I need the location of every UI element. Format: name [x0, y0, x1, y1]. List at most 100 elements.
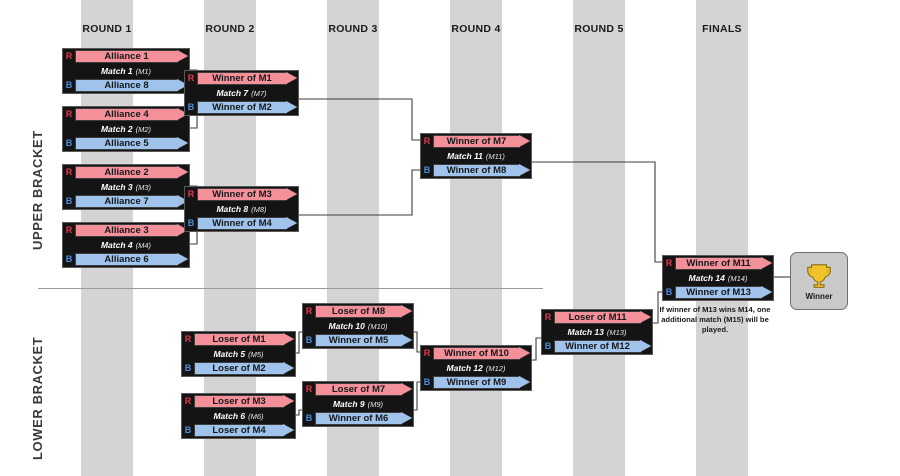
match-m6-label: Match 6(M6)	[182, 409, 295, 423]
blue-alliance-slot[interactable]: Winner of M2	[197, 100, 298, 115]
blue-alliance-slot[interactable]: Alliance 6	[75, 252, 189, 267]
match-m4-label: Match 4(M4)	[63, 238, 189, 252]
match-m14-label: Match 14(M14)	[663, 271, 773, 285]
match-m12-blue-team-label: Winner of M9	[446, 377, 507, 388]
red-alliance-slot[interactable]: Winner of M3	[197, 187, 298, 202]
winner-trophy-box: Winner	[790, 252, 848, 310]
blue-alliance-badge: B	[663, 285, 675, 300]
match-m14-blue-team-label: Winner of M13	[686, 287, 751, 298]
red-alliance-slot[interactable]: Loser of M3	[194, 394, 295, 409]
blue-alliance-badge: B	[185, 100, 197, 115]
blue-alliance-slot[interactable]: Loser of M4	[194, 423, 295, 438]
red-alliance-slot[interactable]: Alliance 1	[75, 49, 189, 64]
red-alliance-slot[interactable]: Loser of M1	[194, 332, 295, 347]
match-m14-blue-row[interactable]: B Winner of M13	[663, 285, 773, 300]
bracket-divider	[38, 288, 543, 289]
blue-alliance-badge: B	[303, 411, 315, 426]
blue-alliance-slot[interactable]: Winner of M6	[315, 411, 413, 426]
match-m8-code: (M8)	[251, 204, 267, 214]
blue-alliance-slot[interactable]: Alliance 5	[75, 136, 189, 151]
blue-alliance-slot[interactable]: Loser of M2	[194, 361, 295, 376]
match-m13-name: Match 13	[567, 327, 604, 337]
match-m7-code: (M7)	[251, 88, 267, 98]
match-m10-blue-team-label: Winner of M5	[328, 335, 389, 346]
red-alliance-slot[interactable]: Loser of M7	[315, 382, 413, 397]
red-alliance-slot[interactable]: Alliance 2	[75, 165, 189, 180]
red-alliance-slot[interactable]: Alliance 3	[75, 223, 189, 238]
blue-alliance-slot[interactable]: Alliance 7	[75, 194, 189, 209]
red-alliance-slot[interactable]: Winner of M7	[433, 134, 531, 149]
match-m4-name: Match 4	[100, 240, 133, 250]
match-m5-label: Match 5(M5)	[182, 347, 295, 361]
blue-alliance-badge: B	[63, 78, 75, 93]
blue-alliance-badge: B	[182, 361, 194, 376]
blue-alliance-badge: B	[63, 252, 75, 267]
red-alliance-slot[interactable]: Loser of M8	[315, 304, 413, 319]
red-alliance-slot[interactable]: Winner of M1	[197, 71, 298, 86]
red-alliance-slot[interactable]: Winner of M10	[433, 346, 531, 361]
red-alliance-badge: R	[303, 382, 315, 397]
blue-alliance-slot[interactable]: Winner of M5	[315, 333, 413, 348]
match-m8-blue-team-label: Winner of M4	[212, 218, 272, 229]
red-alliance-slot[interactable]: Loser of M11	[554, 310, 652, 325]
blue-alliance-slot[interactable]: Winner of M8	[433, 163, 531, 178]
match-m3-blue-team-label: Alliance 7	[104, 196, 149, 207]
blue-alliance-badge: B	[63, 136, 75, 151]
blue-alliance-badge: B	[421, 163, 433, 178]
blue-alliance-slot[interactable]: Alliance 8	[75, 78, 189, 93]
blue-alliance-slot[interactable]: Winner of M9	[433, 375, 531, 390]
blue-alliance-slot[interactable]: Winner of M13	[675, 285, 773, 300]
blue-alliance-slot[interactable]: Winner of M4	[197, 216, 298, 231]
red-alliance-badge: R	[185, 187, 197, 202]
red-alliance-slot[interactable]: Winner of M11	[675, 256, 773, 271]
round-label-2: ROUND 2	[205, 23, 255, 35]
blue-alliance-slot[interactable]: Winner of M12	[554, 339, 652, 354]
red-alliance-slot[interactable]: Alliance 4	[75, 107, 189, 122]
